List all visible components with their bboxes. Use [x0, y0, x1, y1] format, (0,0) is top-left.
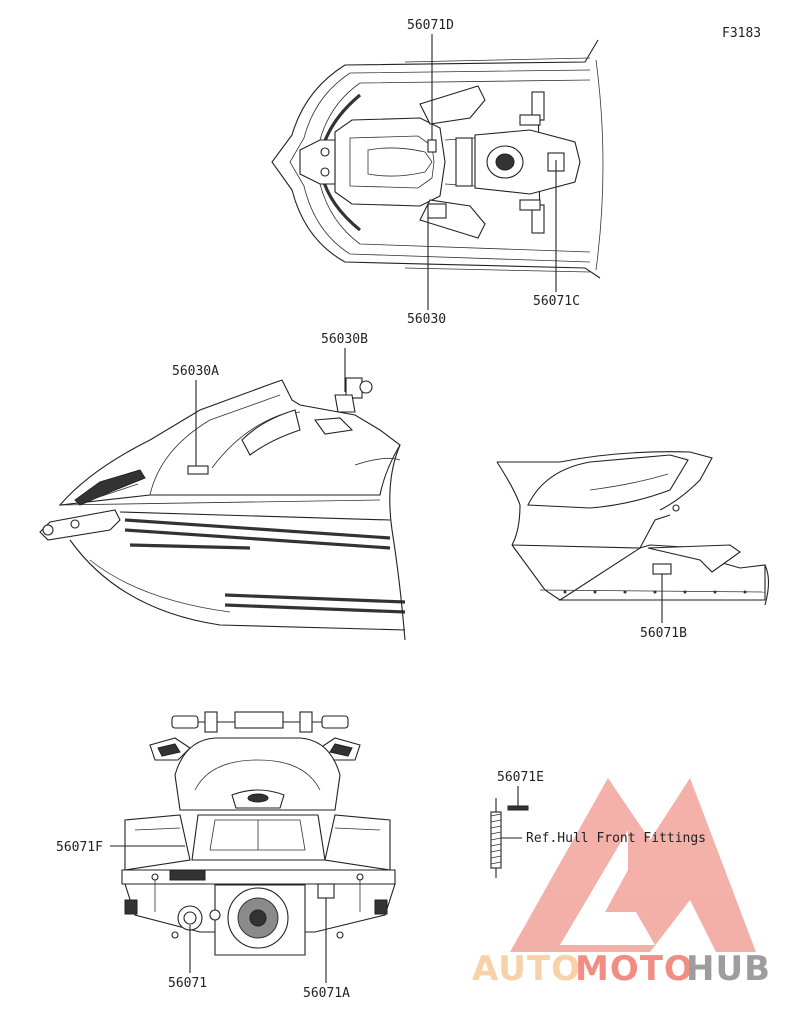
label-56071E-sticker [507, 805, 529, 811]
figure-id: F3183 [722, 26, 761, 41]
top-view-deck [271, 39, 604, 279]
callout-56071D: 56071D [407, 18, 454, 33]
label-56071A-sticker [317, 883, 335, 899]
callout-56071: 56071 [168, 976, 207, 991]
watermark-hub-text: HUB [686, 949, 771, 989]
callout-56071B: 56071B [640, 626, 687, 641]
callout-56030: 56030 [407, 312, 446, 327]
automotohub-watermark: AUTO MOTO HUB [472, 778, 771, 989]
callout-56071A: 56071A [303, 986, 350, 1001]
label-56071B-sticker [652, 563, 672, 575]
callout-56030B: 56030B [321, 332, 368, 347]
callout-56071F: 56071F [56, 840, 103, 855]
side-view-rear [496, 451, 770, 606]
watermark-auto-text: AUTO [472, 949, 581, 989]
reference-note: Ref.Hull Front Fittings [526, 831, 706, 846]
watermark-moto-text: MOTO [575, 949, 694, 989]
callout-56030A: 56030A [172, 364, 219, 379]
callout-56071C: 56071C [533, 294, 580, 309]
rear-view [121, 711, 396, 956]
side-view-front [39, 377, 406, 641]
label-56030A-sticker [187, 465, 209, 475]
watermark-triangle-logo [510, 778, 756, 952]
callout-56071E: 56071E [497, 770, 544, 785]
part-56071E-detail: 56071E Ref.Hull Front Fittings [490, 770, 706, 878]
